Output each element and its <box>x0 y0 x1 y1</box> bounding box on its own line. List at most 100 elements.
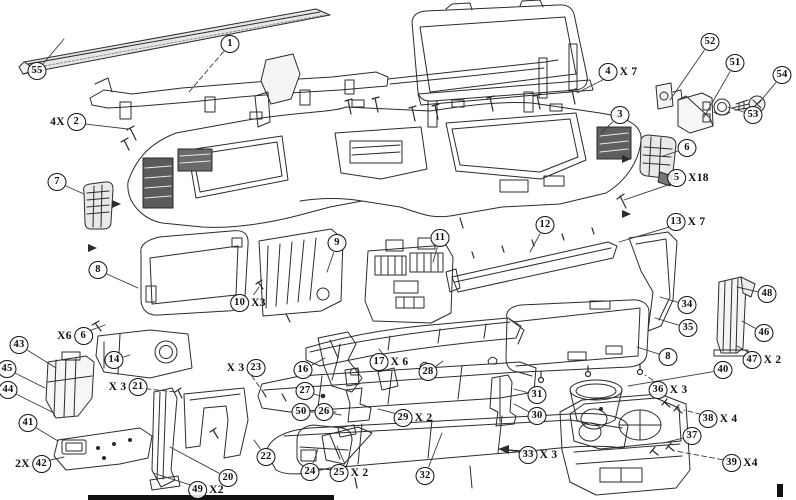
part-bracket-assembly-left <box>45 351 95 419</box>
callout-qty-suffix: X 3 <box>669 384 688 396</box>
callout-qty-prefix: X6 <box>57 330 72 342</box>
callout-number: 53 <box>743 106 763 124</box>
leader-line-44 <box>16 394 53 413</box>
callout-number: 13 <box>666 213 686 231</box>
callout-35: 35 <box>678 319 698 337</box>
part-end-trim-right <box>628 231 678 332</box>
callout-number: 21 <box>128 378 148 396</box>
leader-line-32 <box>428 432 443 468</box>
callout-number: 41 <box>18 414 38 432</box>
callout-number: 14 <box>104 351 124 369</box>
callout-qty-prefix: X 3 <box>108 381 127 393</box>
callout-number: 45 <box>0 360 17 378</box>
part-windshield-rail <box>18 8 331 75</box>
part-hinge-plate <box>655 82 683 110</box>
callout-number: 6 <box>73 327 93 345</box>
callout-number: 52 <box>700 33 720 51</box>
leader-line-2 <box>77 122 129 130</box>
leader-line-53 <box>727 106 744 113</box>
part-support-bracket <box>713 276 756 357</box>
callout-qty-suffix: X2 <box>209 484 224 496</box>
callout-55: 55 <box>27 62 47 80</box>
callout-number: 12 <box>535 216 555 234</box>
callout-8: 8 <box>88 261 108 279</box>
callout-qty-suffix: X4 <box>743 457 758 469</box>
leader-line-48 <box>736 286 758 293</box>
leader-line-54 <box>758 82 777 104</box>
callout-45: 45 <box>0 360 17 378</box>
leader-line-12 <box>529 233 541 253</box>
callout-qty-suffix: X 4 <box>719 413 738 425</box>
leader-line-28 <box>435 360 444 367</box>
scan-artifacts <box>88 484 783 500</box>
leader-line-11 <box>432 247 438 263</box>
callout-27: 27 <box>295 382 315 400</box>
callout-qty-suffix: X 2 <box>350 467 369 479</box>
callout-41: 41 <box>18 414 38 432</box>
callout-qty-suffix: X 6 <box>390 356 409 368</box>
callout-51: 51 <box>725 54 745 72</box>
callout-number: 31 <box>527 386 547 404</box>
callout-44: 44 <box>0 381 18 399</box>
callout-number: 33 <box>518 446 538 464</box>
callout-number: 30 <box>527 407 547 425</box>
leader-line-20 <box>169 446 220 474</box>
callout-24: 24 <box>300 463 320 481</box>
leader-line-27 <box>314 393 321 397</box>
callout-34: 34 <box>677 296 697 314</box>
callout-31: 31 <box>527 386 547 404</box>
part-hinge-bracket <box>677 92 714 134</box>
callout-50: 50 <box>291 403 311 421</box>
callout-54: 54 <box>772 66 792 84</box>
leader-line-22 <box>253 439 261 450</box>
callout-number: 24 <box>300 463 320 481</box>
leader-line-8 <box>106 273 139 289</box>
callout-number: 1 <box>220 35 240 53</box>
callout-number: 17 <box>369 353 389 371</box>
callout-9: 9 <box>327 234 347 252</box>
callout-number: 34 <box>677 296 697 314</box>
callout-number: 11 <box>430 229 450 247</box>
part-nut <box>713 98 731 116</box>
callout-number: 54 <box>772 66 792 84</box>
leader-line-21 <box>137 387 177 393</box>
callout-qty-suffix: X 7 <box>687 216 706 228</box>
callout-qty-suffix: X18 <box>688 172 709 184</box>
part-column-duct <box>317 331 399 393</box>
callout-16: 16 <box>293 361 313 379</box>
callout-number: 32 <box>415 467 435 485</box>
part-defroster-frame <box>411 0 594 128</box>
callout-number: 29 <box>393 409 413 427</box>
leader-line-51 <box>703 71 731 118</box>
leader-line-24 <box>312 448 319 464</box>
leader-line-41 <box>36 427 59 442</box>
callout-number: 7 <box>47 173 67 191</box>
callout-number: 48 <box>757 285 777 303</box>
leader-line-6 <box>662 150 678 157</box>
callout-3: 3 <box>610 106 630 124</box>
part-side-vent-left <box>83 181 114 230</box>
callout-qty-suffix: X 7 <box>619 66 638 78</box>
callout-number: 39 <box>722 454 742 472</box>
callout-1: 1 <box>220 35 240 53</box>
callout-37: 37 <box>682 427 702 445</box>
leader-line-7 <box>65 185 85 195</box>
leader-line-39 <box>675 450 731 462</box>
leader-line-30 <box>513 403 529 412</box>
callout-48: 48 <box>757 285 777 303</box>
leader-line-46 <box>741 320 756 329</box>
part-small-brackets-center <box>320 367 372 438</box>
leader-line-43 <box>27 349 57 369</box>
callout-26: 26 <box>314 403 334 421</box>
callout-number: 9 <box>327 234 347 252</box>
callout-number: 25 <box>329 464 349 482</box>
callout-number: 28 <box>418 363 438 381</box>
callout-qty-suffix: X3 <box>251 297 266 309</box>
